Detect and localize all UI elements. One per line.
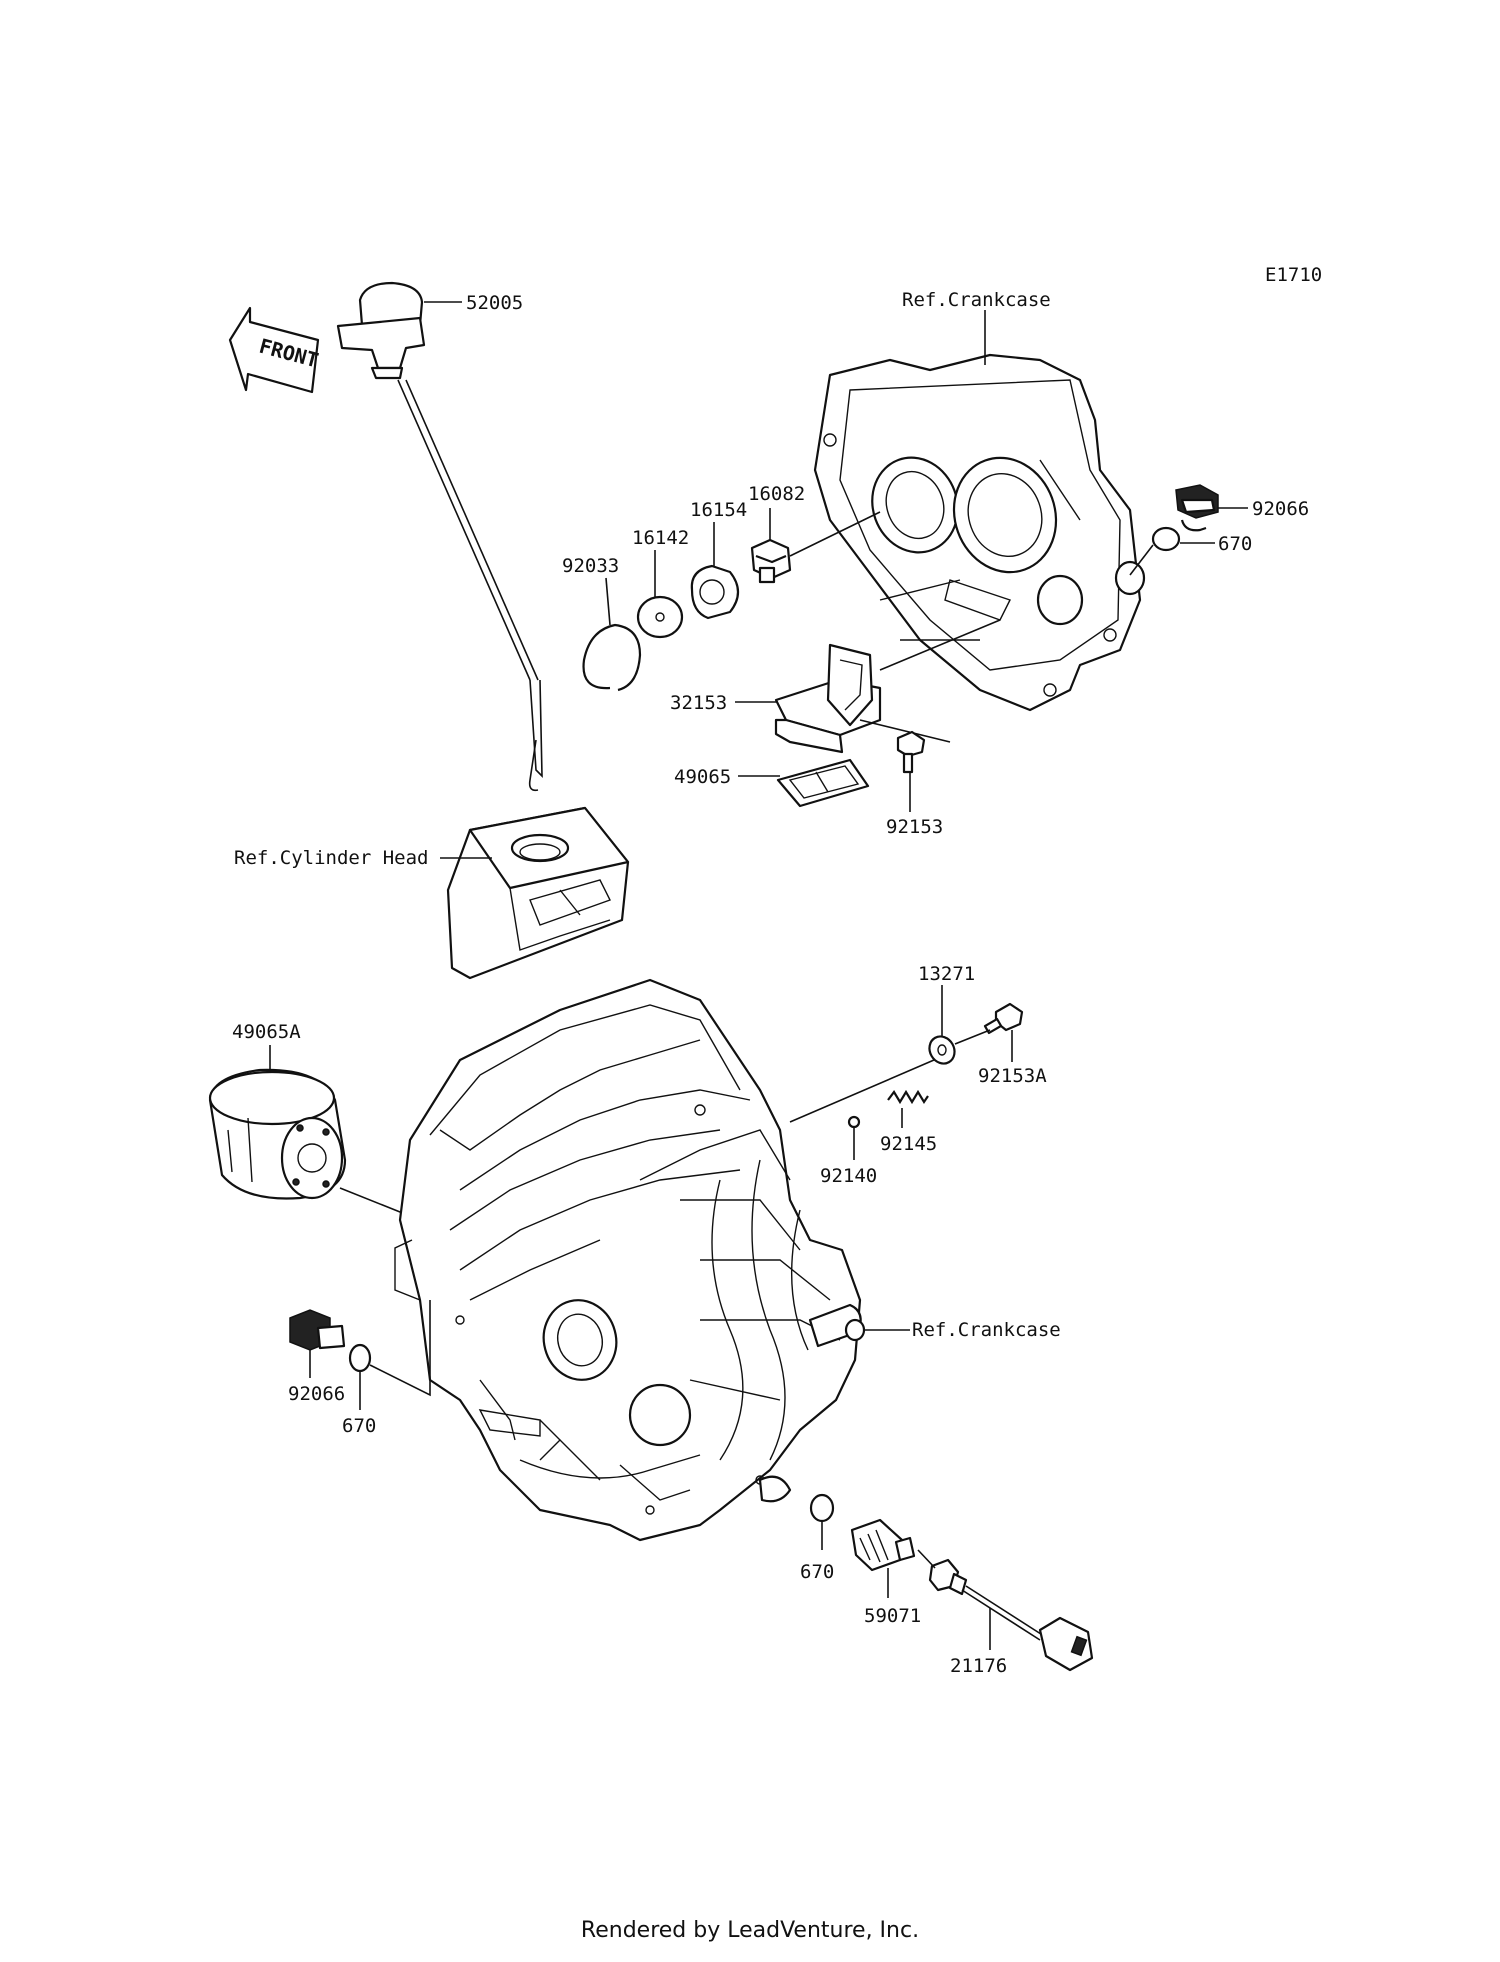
leader-21176-connector: [917, 1549, 936, 1569]
label-92140[interactable]: 92140: [820, 1165, 877, 1187]
label-16082[interactable]: 16082: [748, 483, 805, 505]
valve-body-part[interactable]: [774, 643, 882, 754]
label-52005[interactable]: 52005: [466, 292, 523, 314]
label-670-top[interactable]: 670: [1218, 533, 1252, 555]
circlip-part[interactable]: [582, 623, 642, 692]
oil-pressure-switch-part[interactable]: [928, 1558, 1094, 1672]
bolt-right-part[interactable]: [983, 1002, 1024, 1035]
leader-92153-connector: [859, 719, 951, 743]
drain-plug-top-part[interactable]: [1175, 484, 1219, 532]
label-92066-bottom[interactable]: 92066: [288, 1383, 345, 1405]
engine-block-ref: [394, 978, 866, 1542]
leader-92033: [605, 577, 611, 626]
pump-rotor-part[interactable]: [690, 564, 740, 620]
spring-part[interactable]: [887, 1089, 929, 1105]
label-13271[interactable]: 13271: [918, 963, 975, 985]
label-670-left[interactable]: 670: [342, 1415, 376, 1437]
o-ring-top-part[interactable]: [1151, 526, 1181, 552]
diagram-code: E1710: [1265, 264, 1322, 286]
dipstick-part[interactable]: [336, 281, 543, 792]
label-92033[interactable]: 92033: [562, 555, 619, 577]
front-arrow-icon: FRONT: [228, 306, 321, 394]
leader-relief-axis: [789, 1059, 935, 1123]
label-49065[interactable]: 49065: [674, 766, 731, 788]
crankcase-cover-ref: [813, 353, 1146, 712]
label-92153A[interactable]: 92153A: [978, 1065, 1047, 1087]
label-92153[interactable]: 92153: [886, 816, 943, 838]
label-32153[interactable]: 32153: [670, 692, 727, 714]
ball-part[interactable]: [847, 1115, 861, 1129]
ref-crankcase-bottom[interactable]: Ref.Crankcase: [912, 1319, 1061, 1341]
ref-crankcase-top[interactable]: Ref.Crankcase: [902, 289, 1051, 311]
pump-disc-part[interactable]: [636, 595, 684, 639]
label-92066-top[interactable]: 92066: [1252, 498, 1309, 520]
oil-screen-part[interactable]: [776, 758, 870, 808]
footer-credit: Rendered by LeadVenture, Inc.: [580, 1918, 920, 1943]
label-16142[interactable]: 16142: [632, 527, 689, 549]
relief-plate-part[interactable]: [925, 1032, 960, 1068]
o-ring-left-part[interactable]: [348, 1343, 372, 1373]
label-59071[interactable]: 59071: [864, 1605, 921, 1627]
label-21176[interactable]: 21176: [950, 1655, 1007, 1677]
leader-670-top-connector: [1129, 544, 1154, 576]
ref-cylinder-head[interactable]: Ref.Cylinder Head: [234, 847, 428, 869]
cylinder-head-ref: [446, 806, 630, 980]
leader-16082-line: [789, 511, 881, 557]
pump-shaft-part[interactable]: [750, 538, 792, 584]
leader-670-left-connector: [369, 1300, 431, 1397]
leader-92153A-connector: [954, 1029, 991, 1045]
sensor-fitting-part[interactable]: [850, 1518, 916, 1572]
label-92145[interactable]: 92145: [880, 1133, 937, 1155]
label-670-bottom[interactable]: 670: [800, 1561, 834, 1583]
drain-plug-bottom-part[interactable]: [289, 1309, 346, 1351]
label-16154[interactable]: 16154: [690, 499, 747, 521]
label-49065A[interactable]: 49065A: [232, 1021, 301, 1043]
leader-32153-connector: [879, 619, 1001, 671]
o-ring-bottom-part[interactable]: [809, 1493, 835, 1523]
bolt-top-part[interactable]: [896, 730, 926, 774]
oil-filter-part[interactable]: [208, 1068, 347, 1200]
